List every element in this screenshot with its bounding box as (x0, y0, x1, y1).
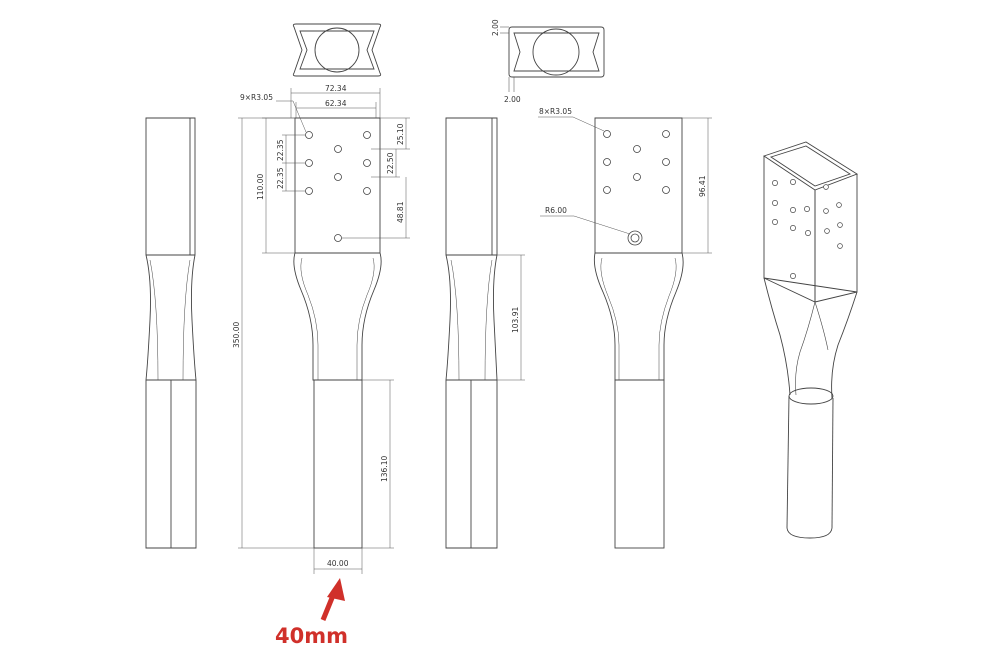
hole (334, 234, 342, 242)
hole (662, 130, 670, 138)
hole (603, 158, 611, 166)
hole (305, 159, 313, 167)
front-view (293, 117, 382, 549)
front-holes (305, 131, 371, 242)
side-dim-lines (497, 254, 525, 381)
hole (363, 187, 371, 195)
callout-label: 40mm (275, 624, 348, 648)
hole (662, 158, 670, 166)
dim-width-inner: 62.34 (325, 99, 347, 108)
dim-pin-hole: R6.00 (545, 206, 567, 215)
dim-side-plate-height: 96.41 (698, 175, 707, 197)
hole (633, 145, 641, 153)
dim-hole-spread: 48.81 (396, 201, 405, 223)
callout-arrow (320, 578, 345, 621)
dim-plate-height: 110.00 (256, 174, 265, 200)
hole (334, 145, 342, 153)
top-view-front (292, 23, 382, 77)
hole (363, 131, 371, 139)
dim-width-outer: 72.34 (325, 84, 347, 93)
dim-top-offset: 25.10 (396, 123, 405, 145)
hole (363, 159, 371, 167)
top-view-side (500, 26, 605, 92)
hole (633, 173, 641, 181)
dim-overall-height: 350.00 (232, 322, 241, 348)
dim-holes-front: 9×R3.05 (240, 93, 273, 102)
dim-holes-side: 8×R3.05 (539, 107, 572, 116)
hole (603, 130, 611, 138)
dim-taper-height: 103.91 (511, 307, 520, 333)
plate-view (593, 117, 684, 549)
hole (603, 186, 611, 194)
hole (305, 187, 313, 195)
isometric-holes (772, 179, 843, 279)
isometric-view (762, 141, 859, 539)
dim-tube-height: 136.10 (380, 456, 389, 482)
plate-holes (603, 130, 670, 246)
pin-hole-inner (630, 233, 640, 243)
side-view-left (145, 117, 197, 549)
front-dim-lines (238, 88, 410, 574)
dim-pitch-h: 22.50 (386, 152, 395, 174)
dim-tube-width: 40.00 (327, 559, 349, 568)
dim-top-height: 2.00 (491, 19, 500, 36)
hole (662, 186, 670, 194)
dim-pitch-v2: 22.35 (276, 167, 285, 189)
hole (305, 131, 313, 139)
dim-top-width: 2.00 (504, 95, 521, 104)
plate-dim-lines (538, 116, 712, 254)
side-view-right (445, 117, 498, 549)
dim-pitch-v1: 22.35 (276, 139, 285, 161)
hole (334, 173, 342, 181)
